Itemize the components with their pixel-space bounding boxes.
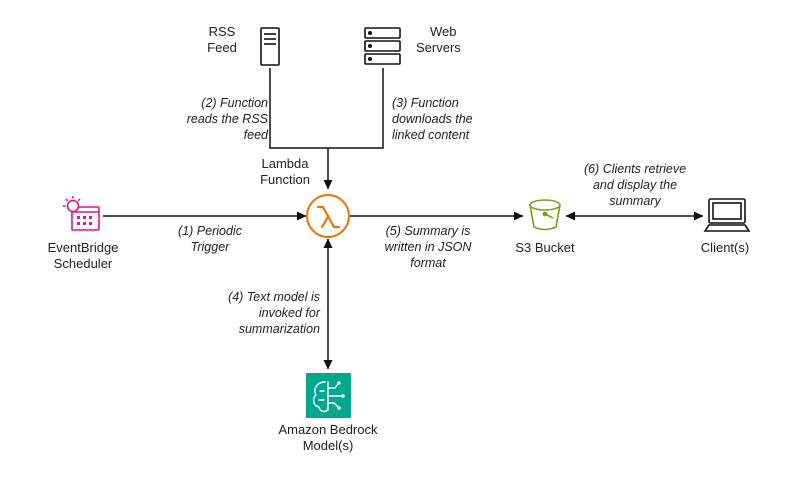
eventbridge-scheduler-label: EventBridge Scheduler xyxy=(28,240,138,272)
s3-bucket-label: S3 Bucket xyxy=(505,240,585,256)
eventbridge-label-line-2: Scheduler xyxy=(53,256,113,271)
step-1-line-2: Trigger xyxy=(190,240,230,254)
server-icon xyxy=(260,27,280,66)
rss-feed-label-line-1: RSS xyxy=(208,24,236,39)
bedrock-label-line-1: Amazon Bedrock xyxy=(278,422,378,437)
step-4-annotation: (4) Text model is invoked for summarizat… xyxy=(205,289,320,337)
step-4-line-3: summarization xyxy=(238,322,320,336)
step-6-line-1: (6) Clients retrieve xyxy=(583,162,687,176)
eventbridge-label-line-1: EventBridge xyxy=(47,240,119,255)
bedrock-model-icon xyxy=(306,373,351,418)
lambda-function-label: Lambda Function xyxy=(245,156,325,188)
step-5-line-2: written in JSON xyxy=(384,240,472,254)
step-2-line-2: reads the RSS xyxy=(186,112,268,126)
web-servers-label-line-1: Web xyxy=(430,24,457,39)
step-3-line-2: downloads the xyxy=(392,112,473,126)
computer-icon xyxy=(703,198,751,232)
lambda-icon xyxy=(306,194,350,238)
client-label: Client(s) xyxy=(690,240,760,256)
rss-feed-label: RSS Feed xyxy=(202,24,242,56)
s3-label-line-1: S3 Bucket xyxy=(515,240,575,255)
step-2-annotation: (2) Function reads the RSS feed xyxy=(158,95,268,143)
scheduler-icon xyxy=(63,196,100,231)
rss-to-junction-line xyxy=(269,68,328,149)
servers-to-junction-line xyxy=(328,68,384,149)
step-4-line-2: invoked for xyxy=(258,306,320,320)
lambda-label-line-1: Lambda xyxy=(261,156,309,171)
step-1-line-1: (1) Periodic xyxy=(178,224,242,238)
amazon-bedrock-label: Amazon Bedrock Model(s) xyxy=(268,422,388,454)
step-6-annotation: (6) Clients retrieve and display the sum… xyxy=(570,161,700,209)
client-label-line-1: Client(s) xyxy=(700,240,750,255)
bucket-icon xyxy=(529,199,561,231)
step-5-annotation: (5) Summary is written in JSON format xyxy=(368,223,488,271)
step-6-line-2: and display the xyxy=(592,178,678,192)
step-5-line-1: (5) Summary is xyxy=(385,224,471,238)
server-rack-icon xyxy=(364,27,401,65)
web-servers-label: Web Servers xyxy=(416,24,476,56)
rss-feed-label-line-2: Feed xyxy=(207,40,237,55)
bedrock-label-line-2: Model(s) xyxy=(302,438,354,453)
step-3-annotation: (3) Function downloads the linked conten… xyxy=(392,95,496,143)
web-servers-label-line-2: Servers xyxy=(416,40,461,55)
step-1-annotation: (1) Periodic Trigger xyxy=(155,223,265,255)
step-6-line-3: summary xyxy=(609,194,661,208)
step-2-line-1: (2) Function xyxy=(201,96,268,110)
connectors xyxy=(103,68,704,370)
lambda-label-line-2: Function xyxy=(260,172,310,187)
step-3-line-3: linked content xyxy=(392,128,470,142)
step-2-line-3: feed xyxy=(243,128,268,142)
step-4-line-1: (4) Text model is xyxy=(228,290,320,304)
step-5-line-3: format xyxy=(410,256,446,270)
step-3-line-1: (3) Function xyxy=(392,96,459,110)
